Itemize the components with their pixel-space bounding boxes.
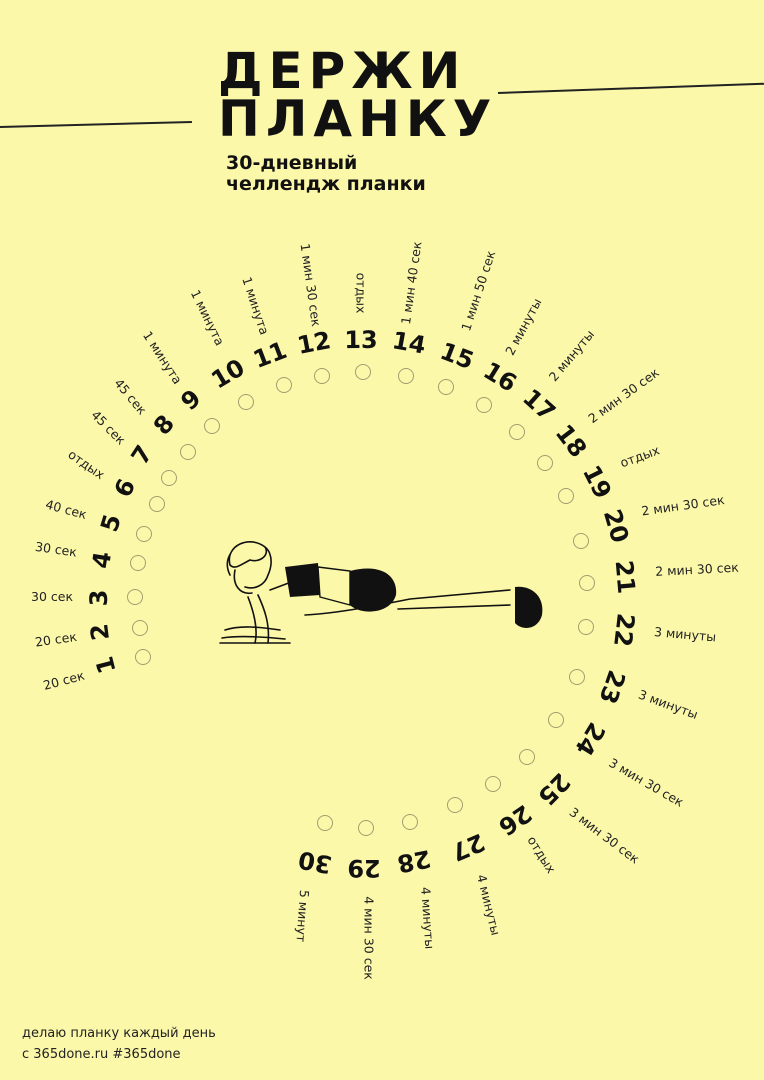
day-duration-label: 4 минуты xyxy=(473,872,504,937)
day-checkbox[interactable] xyxy=(180,444,196,460)
day-duration-label: 3 минуты xyxy=(653,624,717,645)
day-duration-label: 1 мин 40 сек xyxy=(398,240,425,326)
divider-right xyxy=(497,82,764,94)
day-number: 6 xyxy=(108,474,142,502)
day-duration-label: 2 мин 30 сек xyxy=(654,559,740,579)
day-checkbox[interactable] xyxy=(132,620,148,636)
day-duration-label: 20 сек xyxy=(34,628,78,650)
day-number: 9 xyxy=(175,383,207,417)
day-number: 17 xyxy=(517,383,561,427)
day-duration-label: отдых xyxy=(65,446,108,483)
footer-line-2: с 365done.ru #365done xyxy=(22,1047,181,1062)
day-checkbox[interactable] xyxy=(579,575,595,591)
day-checkbox[interactable] xyxy=(355,364,371,380)
day-number: 12 xyxy=(294,326,334,360)
day-number: 26 xyxy=(493,798,537,842)
day-duration-label: 4 мин 30 сек xyxy=(361,896,377,980)
day-number: 30 xyxy=(296,845,334,879)
day-duration-label: 3 мин 30 сек xyxy=(606,754,687,810)
day-number: 29 xyxy=(347,853,381,883)
day-number: 10 xyxy=(206,353,250,395)
day-duration-label: отдых xyxy=(353,272,369,314)
day-number: 22 xyxy=(608,611,640,649)
day-checkbox[interactable] xyxy=(130,555,146,571)
day-duration-label: 1 мин 50 сек xyxy=(458,248,499,333)
day-checkbox[interactable] xyxy=(438,379,454,395)
day-number: 21 xyxy=(609,559,641,595)
day-checkbox[interactable] xyxy=(476,397,492,413)
day-checkbox[interactable] xyxy=(238,394,254,410)
day-duration-label: 1 минута xyxy=(139,328,186,387)
day-checkbox[interactable] xyxy=(537,455,553,471)
day-number: 1 xyxy=(90,653,122,677)
day-number: 28 xyxy=(394,844,434,878)
day-number: 15 xyxy=(436,336,478,376)
day-number: 7 xyxy=(125,440,159,470)
day-number: 2 xyxy=(85,622,115,642)
day-number: 13 xyxy=(344,325,378,355)
day-duration-label: 45 сек xyxy=(111,375,150,418)
day-duration-label: 3 минуты xyxy=(636,686,701,722)
day-number: 4 xyxy=(86,549,118,571)
day-number: 25 xyxy=(532,767,576,811)
day-checkbox[interactable] xyxy=(127,589,143,605)
day-number: 24 xyxy=(569,717,611,761)
day-number: 3 xyxy=(84,589,114,607)
day-checkbox[interactable] xyxy=(136,526,152,542)
day-checkbox[interactable] xyxy=(317,815,333,831)
day-duration-label: 5 минут xyxy=(293,889,313,943)
day-duration-label: 2 минуты xyxy=(502,295,545,358)
subtitle-line-1: 30-дневный xyxy=(226,152,358,174)
day-number: 5 xyxy=(95,510,127,536)
day-number: 16 xyxy=(478,356,522,398)
day-duration-label: отдых xyxy=(524,833,559,876)
day-duration-label: 2 минуты xyxy=(545,326,598,385)
day-checkbox[interactable] xyxy=(276,377,292,393)
day-duration-label: отдых xyxy=(617,442,662,471)
day-checkbox[interactable] xyxy=(573,533,589,549)
day-checkbox[interactable] xyxy=(569,669,585,685)
day-duration-label: 30 сек xyxy=(34,538,78,560)
day-checkbox[interactable] xyxy=(485,776,501,792)
day-number: 11 xyxy=(249,335,291,375)
day-checkbox[interactable] xyxy=(149,496,165,512)
day-checkbox[interactable] xyxy=(402,814,418,830)
day-number: 18 xyxy=(549,419,593,463)
day-duration-label: 1 мин 30 сек xyxy=(297,242,324,328)
day-checkbox[interactable] xyxy=(519,749,535,765)
day-checkbox[interactable] xyxy=(314,368,330,384)
day-duration-label: 1 минута xyxy=(187,287,228,348)
day-number: 27 xyxy=(447,827,489,867)
footer-line-1: делаю планку каждый день xyxy=(22,1026,216,1041)
title-line-1: ДЕРЖИ xyxy=(218,42,467,100)
day-checkbox[interactable] xyxy=(548,712,564,728)
day-checkbox[interactable] xyxy=(447,797,463,813)
day-duration-label: 1 минута xyxy=(239,274,273,337)
day-number: 14 xyxy=(390,326,428,360)
day-checkbox[interactable] xyxy=(558,488,574,504)
day-number: 19 xyxy=(576,460,618,504)
day-duration-label: 40 сек xyxy=(43,496,89,522)
day-checkbox[interactable] xyxy=(509,424,525,440)
day-duration-label: 4 минуты xyxy=(418,886,438,950)
subtitle-line-2: челлендж планки xyxy=(226,173,426,195)
day-number: 8 xyxy=(147,409,181,441)
day-duration-label: 45 сек xyxy=(88,407,129,448)
day-checkbox[interactable] xyxy=(204,418,220,434)
day-duration-label: 3 мин 30 сек xyxy=(566,804,643,867)
day-duration-label: 20 сек xyxy=(41,667,87,693)
day-duration-label: 2 мин 30 сек xyxy=(640,492,726,519)
day-checkbox[interactable] xyxy=(578,619,594,635)
divider-left xyxy=(0,120,192,128)
day-checkbox[interactable] xyxy=(358,820,374,836)
day-number: 23 xyxy=(593,666,631,708)
title-line-2: ПЛАНКУ xyxy=(218,90,498,148)
day-duration-label: 30 сек xyxy=(31,588,73,604)
plank-figure-illustration xyxy=(219,541,543,644)
day-checkbox[interactable] xyxy=(161,470,177,486)
day-duration-label: 2 мин 30 сек xyxy=(585,364,662,427)
day-number: 20 xyxy=(597,506,635,546)
day-checkbox[interactable] xyxy=(398,368,414,384)
day-checkbox[interactable] xyxy=(135,649,151,665)
